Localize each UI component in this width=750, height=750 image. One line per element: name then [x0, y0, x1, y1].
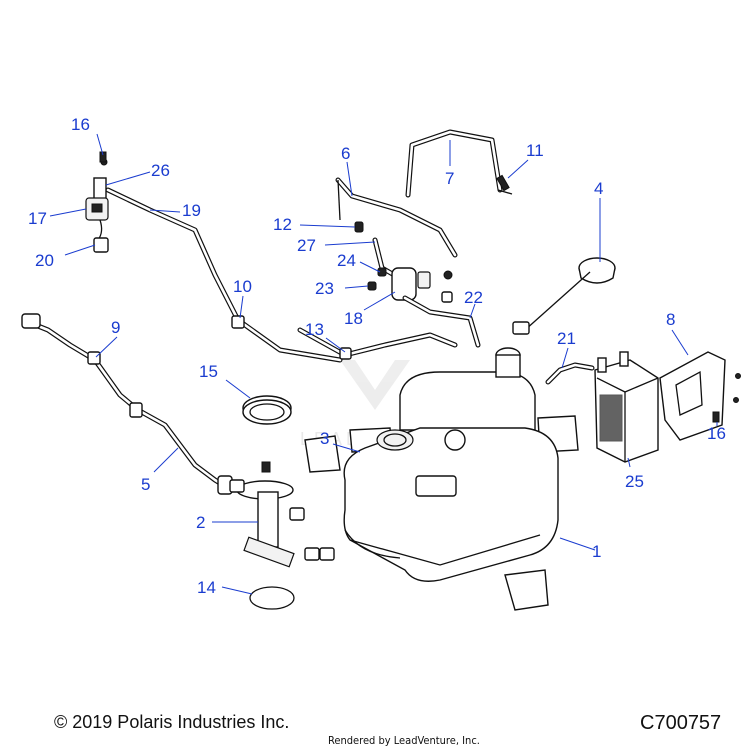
- part-24-clip[interactable]: [377, 267, 387, 277]
- part-5-fuel-line[interactable]: [129, 402, 233, 495]
- copyright-text: © 2019 Polaris Industries Inc.: [54, 712, 290, 732]
- callout-24[interactable]: 24: [337, 251, 356, 270]
- part-10-clip[interactable]: [231, 315, 245, 329]
- callout-21[interactable]: 21: [557, 329, 576, 348]
- callout-23[interactable]: 23: [315, 279, 334, 298]
- callout-10[interactable]: 10: [233, 277, 252, 296]
- callout-13[interactable]: 13: [305, 320, 324, 339]
- callout-16b[interactable]: 16: [707, 424, 726, 443]
- part-4-fuel-cap[interactable]: [512, 257, 616, 335]
- callout-26[interactable]: 26: [151, 161, 170, 180]
- callout-8[interactable]: 8: [666, 310, 675, 329]
- leader-lines: [49, 133, 718, 595]
- callout-15[interactable]: 15: [199, 362, 218, 381]
- callout-19[interactable]: 19: [182, 201, 201, 220]
- callout-17[interactable]: 17: [28, 209, 47, 228]
- callout-11[interactable]: 11: [526, 141, 544, 160]
- callout-4[interactable]: 4: [594, 179, 603, 198]
- callout-22[interactable]: 22: [464, 288, 483, 307]
- part-12-clip[interactable]: [354, 221, 364, 233]
- part-14-gasket[interactable]: [249, 586, 295, 610]
- part-21-hose[interactable]: [545, 362, 595, 385]
- callout-14[interactable]: 14: [197, 578, 216, 597]
- part-16-bolt-b[interactable]: [712, 411, 720, 423]
- callout-1[interactable]: 1: [592, 542, 601, 561]
- part-23-clip[interactable]: [367, 281, 377, 291]
- part-6-strap[interactable]: [335, 177, 458, 258]
- callout-labels: 1 2 3 4 5 6 7 8 9 10 11 12 13 14 15 16 1…: [28, 115, 726, 597]
- part-15-lock-ring[interactable]: [242, 395, 292, 425]
- callout-27[interactable]: 27: [297, 236, 316, 255]
- part-9-fuel-line[interactable]: [21, 313, 141, 413]
- callout-12[interactable]: 12: [273, 215, 292, 234]
- part-25-canister[interactable]: [594, 351, 659, 463]
- callout-7[interactable]: 7: [445, 169, 454, 188]
- part-11-bolt[interactable]: [496, 174, 513, 195]
- callout-9[interactable]: 9: [111, 318, 120, 337]
- callout-6[interactable]: 6: [341, 144, 350, 163]
- callout-16a[interactable]: 16: [71, 115, 90, 134]
- callout-5[interactable]: 5: [141, 475, 150, 494]
- callout-25[interactable]: 25: [625, 472, 644, 491]
- rendered-by-text: Rendered by LeadVenture, Inc.: [328, 734, 480, 747]
- part-20-connector[interactable]: [93, 237, 109, 253]
- callout-2[interactable]: 2: [196, 513, 205, 532]
- part-2-fuel-pump[interactable]: [229, 461, 335, 568]
- callout-18[interactable]: 18: [344, 309, 363, 328]
- callout-20[interactable]: 20: [35, 251, 54, 270]
- callout-3[interactable]: 3: [320, 429, 329, 448]
- part-7-strap[interactable]: [405, 129, 503, 198]
- part-17-connector[interactable]: [85, 197, 109, 241]
- part-22-hose[interactable]: [402, 291, 481, 348]
- part-1-fuel-tank[interactable]: [343, 347, 559, 582]
- part-8-bracket[interactable]: [659, 351, 741, 441]
- part-16-bolt-a[interactable]: [99, 151, 107, 163]
- diagram-code: C700757: [640, 712, 722, 734]
- part-26-bracket[interactable]: [93, 158, 108, 201]
